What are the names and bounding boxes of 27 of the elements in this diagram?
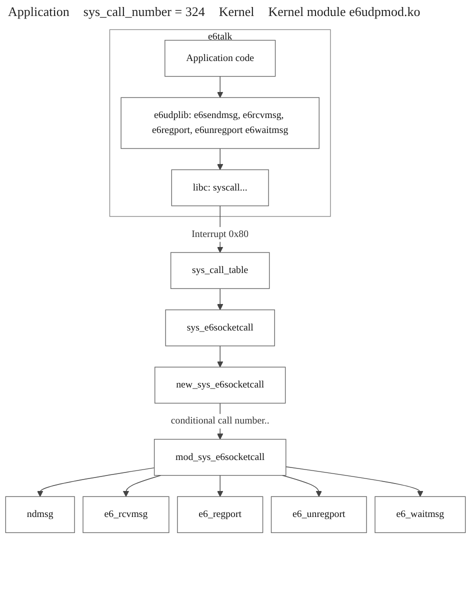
edge-label: Interrupt 0x80 — [192, 229, 249, 240]
arrow — [36, 467, 155, 497]
node-box: ndmsg — [5, 496, 75, 534]
arrow — [217, 475, 224, 497]
node-box: Application code — [164, 40, 276, 77]
node-box: e6_waitmsg — [374, 496, 466, 534]
node-box: e6_regport — [177, 496, 264, 534]
arrow — [217, 76, 224, 98]
node-box: mod_sys_e6socketcall — [154, 438, 286, 476]
node-box: sys_e6socketcall — [165, 309, 275, 346]
arrow — [217, 346, 224, 368]
arrow — [217, 148, 224, 170]
edge-label: conditional call number.. — [170, 416, 270, 427]
node-box: sys_call_table — [170, 252, 270, 289]
arrow — [286, 466, 424, 497]
node-box: libc: syscall... — [171, 169, 269, 206]
node-box: e6udplib: e6sendmsg, e6rcvmsg, e6regport, e6unregport e6waitmsg — [120, 97, 320, 149]
note-label: Application — [8, 4, 70, 20]
node-box: new_sys_e6socketcall — [154, 366, 286, 404]
node-box: e6_unregport — [270, 496, 367, 534]
arrow — [217, 288, 224, 310]
node-box: e6_rcvmsg — [82, 496, 170, 534]
note-label: Kernel — [218, 4, 254, 20]
note-label: Kernel module e6udpmod.ko — [268, 4, 420, 20]
arrow — [282, 475, 322, 497]
arrow — [122, 475, 162, 497]
note-label: sys_call_number = 324 — [83, 4, 205, 20]
